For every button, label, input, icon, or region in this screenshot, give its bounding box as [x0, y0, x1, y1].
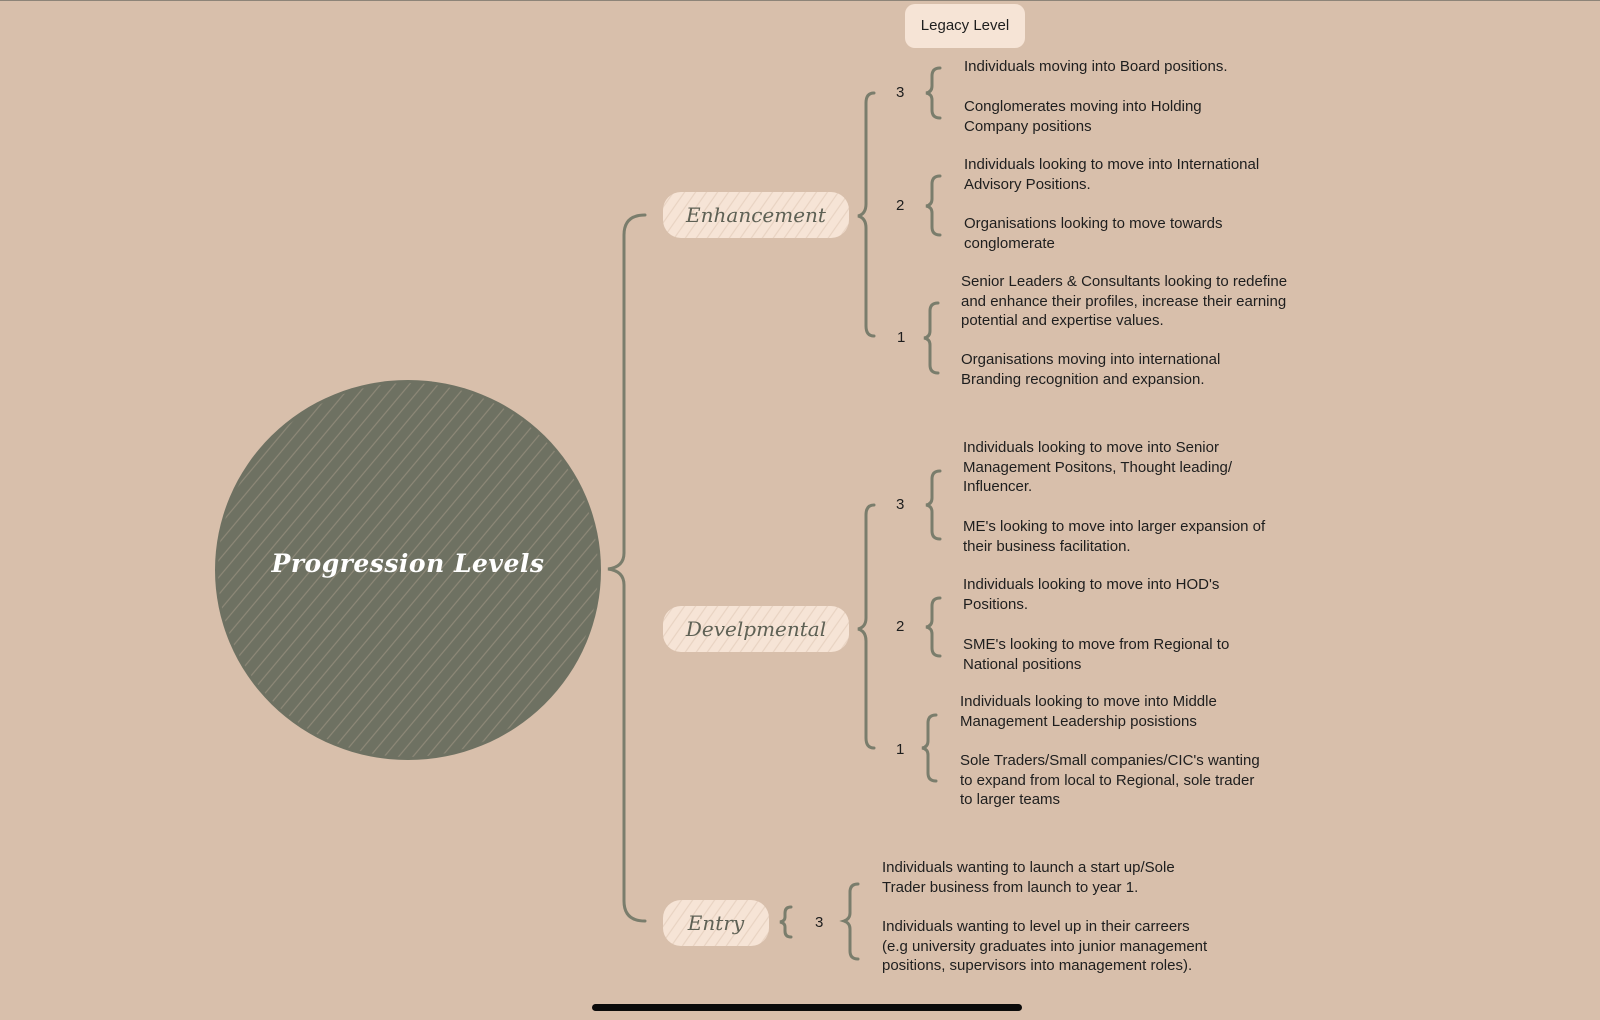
main-bracket — [607, 213, 647, 923]
dev-tier1-item-2: Sole Traders/Small companies/CIC's wanti… — [960, 752, 1260, 808]
enh-tier2-number: 2 — [896, 197, 905, 214]
root-node-label: Progression Levels — [271, 549, 545, 578]
enh-tier1-brace — [923, 301, 940, 375]
enh-tier1-item-2: Organisations moving into international … — [961, 351, 1221, 388]
enh-tier2-item-2: Organisations looking to move towards co… — [964, 215, 1223, 252]
dev-tier1-number: 1 — [896, 741, 905, 758]
dev-tier3-item-1: Individuals looking to move into Senior … — [963, 439, 1233, 495]
dev-tier3-item-2: ME's looking to move into larger expansi… — [963, 518, 1266, 555]
dev-tier1-item-1: Individuals looking to move into Middle … — [960, 693, 1217, 730]
entry-tier3-item-2: Individuals wanting to level up in their… — [882, 918, 1208, 974]
enh-tier2-item-1: Individuals looking to move into Interna… — [964, 156, 1260, 193]
entry-tier3-number: 3 — [815, 914, 824, 931]
dev-tier3-brace — [925, 469, 942, 541]
root-node-circle[interactable] — [218, 383, 598, 757]
legacy-level-badge[interactable]: Legacy Level — [905, 4, 1025, 48]
dev-tier2-item-1: Individuals looking to move into HOD's P… — [963, 576, 1220, 613]
home-indicator-bar[interactable] — [592, 1004, 1022, 1011]
entry-tier3-item-1: Individuals wanting to launch a start up… — [882, 859, 1175, 896]
enh-tier3-brace — [925, 66, 942, 120]
entry-small-brace — [779, 905, 793, 939]
level-developmental[interactable]: Develpmental — [663, 606, 849, 652]
dev-tier3-number: 3 — [896, 496, 905, 513]
dev-tier2-brace — [925, 596, 942, 658]
level-enhancement[interactable]: Enhancement — [663, 192, 849, 238]
dev-tier2-number: 2 — [896, 618, 905, 635]
enh-tier1-item-1: Senior Leaders & Consultants looking to … — [961, 273, 1288, 329]
enh-tier1-number: 1 — [897, 329, 906, 346]
dev-tier2-item-2: SME's looking to move from Regional to N… — [963, 636, 1230, 673]
enh-tier3-item-1: Individuals moving into Board positions. — [964, 58, 1228, 75]
enh-tier3-number: 3 — [896, 84, 905, 101]
level-entry[interactable]: Entry — [663, 900, 769, 946]
developmental-bracket — [857, 503, 876, 750]
enh-tier2-brace — [925, 174, 942, 237]
enh-tier3-item-2: Conglomerates moving into Holding Compan… — [964, 98, 1202, 135]
enhancement-bracket — [857, 91, 876, 338]
entry-tier3-brace — [839, 882, 860, 961]
dev-tier1-brace — [921, 713, 938, 783]
